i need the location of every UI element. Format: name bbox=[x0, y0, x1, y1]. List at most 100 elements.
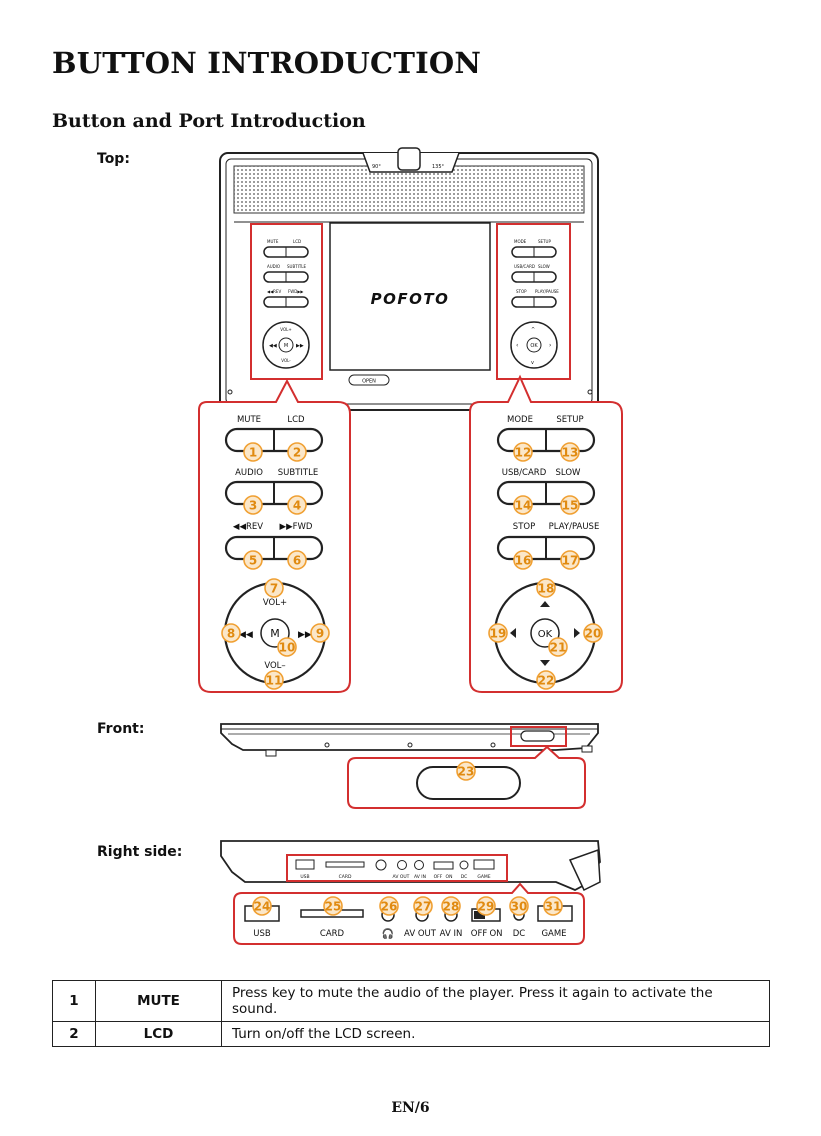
small-audio-label: AUDIO bbox=[267, 264, 280, 269]
front-view bbox=[220, 723, 599, 809]
right-highlight-box bbox=[496, 223, 571, 380]
side-usb-label: USB bbox=[300, 874, 309, 880]
svg-text:v: v bbox=[531, 360, 534, 366]
small-setup-label: SETUP bbox=[538, 239, 551, 244]
volm-label: VOL– bbox=[264, 661, 285, 671]
section-subtitle: Button and Port Introduction bbox=[52, 110, 366, 132]
small-mode-label: MODE bbox=[514, 239, 527, 244]
side-game-label: GAME bbox=[477, 874, 490, 880]
callout-26: 26 bbox=[379, 896, 399, 916]
svg-text:21: 21 bbox=[550, 641, 567, 655]
callout-10: 10 bbox=[277, 637, 297, 657]
angle-90-label: 90° bbox=[372, 164, 381, 170]
svg-text:5: 5 bbox=[249, 554, 257, 568]
side-highlight-box bbox=[286, 854, 508, 882]
usb-card-label: USB/CARD bbox=[502, 468, 547, 478]
svg-text:22: 22 bbox=[538, 674, 555, 688]
page-title: BUTTON INTRODUCTION bbox=[52, 46, 482, 80]
small-subtitle-label: SUBTITLE bbox=[287, 264, 307, 269]
page-number: EN/6 bbox=[391, 1100, 430, 1116]
audio-label: AUDIO bbox=[235, 468, 263, 478]
callout-12: 12 bbox=[513, 442, 533, 462]
row-name: LCD bbox=[95, 1021, 222, 1047]
callout-20: 20 bbox=[583, 623, 603, 643]
mode-label: MODE bbox=[507, 415, 533, 425]
svg-text:15: 15 bbox=[562, 499, 579, 513]
side-card-label: CARD bbox=[339, 874, 352, 880]
svg-text:29: 29 bbox=[478, 900, 495, 914]
svg-text:6: 6 bbox=[293, 554, 301, 568]
brand-logo: POFOTO bbox=[371, 290, 450, 308]
callout-19: 19 bbox=[488, 623, 508, 643]
label-front: Front: bbox=[97, 721, 145, 737]
game-label: GAME bbox=[541, 929, 566, 939]
callout-21: 21 bbox=[548, 637, 568, 657]
m-label: M bbox=[270, 627, 280, 640]
callout-11: 11 bbox=[264, 670, 284, 690]
small-fwd-label: FWD▶▶ bbox=[288, 289, 304, 294]
setup-label: SETUP bbox=[556, 415, 583, 425]
svg-text:11: 11 bbox=[266, 674, 283, 688]
callout-3: 3 bbox=[243, 495, 263, 515]
lcd-label: LCD bbox=[287, 415, 305, 425]
callout-23: 23 bbox=[456, 761, 476, 781]
callout-28: 28 bbox=[441, 896, 461, 916]
svg-text:7: 7 bbox=[270, 582, 278, 596]
table-row: 2 LCD Turn on/off the LCD screen. bbox=[52, 1021, 770, 1047]
right-zoom-panel: MODE SETUP USB/CARD SLOW STOP PLAY/PAUSE… bbox=[469, 374, 623, 693]
table-row: 1 MUTE Press key to mute the audio of th… bbox=[52, 980, 770, 1022]
svg-text:3: 3 bbox=[249, 499, 257, 513]
callout-18: 18 bbox=[536, 578, 556, 598]
callout-2: 2 bbox=[287, 442, 307, 462]
callout-31: 31 bbox=[543, 896, 563, 916]
svg-text:30: 30 bbox=[511, 900, 528, 914]
front-highlight-box bbox=[510, 726, 567, 747]
small-rev-label: ◀◀REV bbox=[267, 289, 281, 294]
callout-25: 25 bbox=[323, 896, 343, 916]
headphone-icon: 🎧 bbox=[382, 927, 394, 940]
on-label: ON bbox=[489, 929, 502, 939]
row-name: MUTE bbox=[95, 980, 222, 1022]
small-right-button-cluster: MODE SETUP USB/CARD SLOW STOP PLAY/PAUSE… bbox=[510, 239, 559, 369]
left-highlight-box bbox=[250, 223, 323, 380]
slow-label: SLOW bbox=[556, 468, 582, 478]
svg-text:◀◀: ◀◀ bbox=[269, 343, 277, 349]
svg-text:▶▶: ▶▶ bbox=[296, 343, 304, 349]
svg-text:▶▶: ▶▶ bbox=[298, 630, 312, 640]
angle-135-label: 135° bbox=[432, 164, 445, 170]
svg-text:24: 24 bbox=[254, 900, 271, 914]
svg-text:›: › bbox=[549, 342, 551, 349]
top-view-device: 90° 135° POFOTO OPEN MUTE LCD AUDIO SUBT… bbox=[219, 147, 599, 411]
svg-text:◀◀: ◀◀ bbox=[239, 630, 253, 640]
callout-6: 6 bbox=[287, 550, 307, 570]
side-off-label: OFF bbox=[434, 874, 443, 880]
svg-text:19: 19 bbox=[490, 627, 507, 641]
callout-14: 14 bbox=[513, 495, 533, 515]
left-zoom-panel: MUTE LCD AUDIO SUBTITLE ◀◀REV ▶▶FWD M VO… bbox=[198, 378, 351, 693]
side-on-label: ON bbox=[446, 874, 453, 880]
svg-text:9: 9 bbox=[316, 627, 324, 641]
small-usb-label: USB/CARD bbox=[514, 264, 535, 269]
svg-text:28: 28 bbox=[443, 900, 460, 914]
svg-text:31: 31 bbox=[545, 900, 562, 914]
callout-30: 30 bbox=[509, 896, 529, 916]
small-mute-label: MUTE bbox=[267, 239, 279, 244]
callout-24: 24 bbox=[252, 896, 272, 916]
svg-text:1: 1 bbox=[249, 446, 257, 460]
svg-text:13: 13 bbox=[562, 446, 579, 460]
svg-text:‹: ‹ bbox=[516, 342, 518, 349]
row-number: 2 bbox=[52, 1021, 96, 1047]
small-play-label: PLAY/PAUSE bbox=[535, 289, 559, 294]
side-avin-label: AV IN bbox=[414, 874, 426, 880]
side-dc-label: DC bbox=[461, 874, 468, 880]
callout-17: 17 bbox=[560, 550, 580, 570]
svg-text:26: 26 bbox=[381, 900, 398, 914]
subtitle-label: SUBTITLE bbox=[278, 468, 318, 478]
right-side-view: USB CARD AV OUT AV IN OFF ON DC GAME USB… bbox=[220, 840, 601, 945]
av-in-label: AV IN bbox=[440, 929, 463, 939]
callout-4: 4 bbox=[287, 495, 307, 515]
callout-29: 29 bbox=[476, 896, 496, 916]
small-volp-label: VOL+ bbox=[280, 327, 291, 332]
mute-label: MUTE bbox=[237, 415, 261, 425]
